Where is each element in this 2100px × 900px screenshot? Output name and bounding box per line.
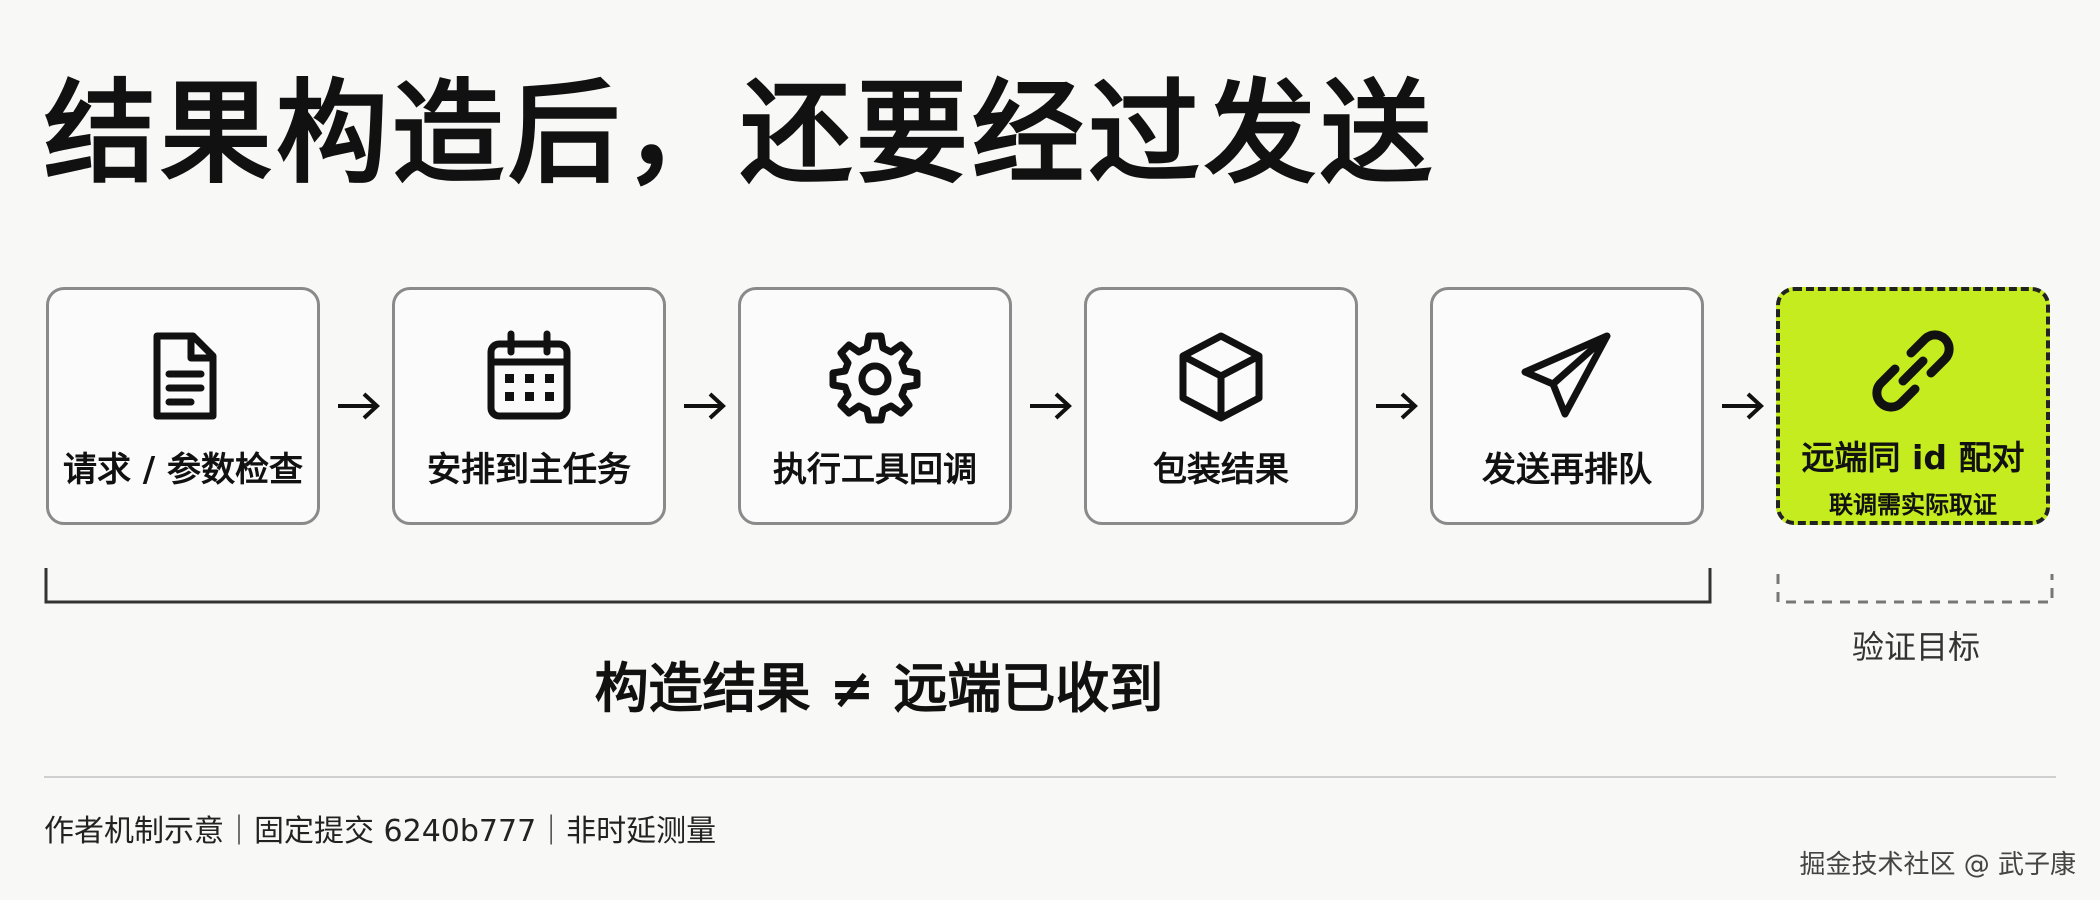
step-label: 执行工具回调: [773, 450, 977, 490]
step-schedule-main: 安排到主任务: [392, 287, 666, 525]
arrow-right-icon: [684, 392, 726, 420]
target-bracket: [1776, 574, 2054, 604]
target-sublabel: 联调需实际取证: [1829, 491, 1997, 519]
link-icon: [1872, 330, 1954, 412]
arrow-right-icon: [1376, 392, 1418, 420]
arrow-right-icon: [1722, 392, 1764, 420]
target-group-label: 验证目标: [1851, 628, 1980, 666]
step-request-check: 请求 / 参数检查: [46, 287, 320, 525]
page-title: 结果构造后，还要经过发送: [44, 69, 1436, 199]
gear-icon: [829, 332, 921, 424]
document-icon: [153, 332, 217, 420]
step-wrap-result: 包装结果: [1084, 287, 1358, 525]
arrow-right-icon: [338, 392, 380, 420]
step-label: 安排到主任务: [427, 450, 631, 490]
target-label: 远端同 id 配对: [1801, 438, 2025, 477]
step-send-requeue: 发送再排队: [1430, 287, 1704, 525]
watermark: 掘金技术社区 @ 武子康: [1799, 850, 2076, 880]
step-execute-callback: 执行工具回调: [738, 287, 1012, 525]
step-remote-pairing: 远端同 id 配对 联调需实际取证: [1776, 287, 2050, 525]
step-label: 发送再排队: [1482, 450, 1652, 490]
main-group-label: 构造结果 ≠ 远端已收到: [594, 657, 1164, 720]
group-bracket: [44, 568, 1712, 604]
calendar-icon: [487, 330, 571, 420]
box-icon: [1179, 332, 1263, 422]
footnote: 作者机制示意｜固定提交 6240b777｜非时延测量: [44, 814, 717, 849]
arrow-right-icon: [1030, 392, 1072, 420]
step-label: 请求 / 参数检查: [62, 450, 304, 490]
paper-plane-icon: [1521, 332, 1611, 418]
step-label: 包装结果: [1153, 450, 1289, 490]
divider: [44, 776, 2056, 778]
